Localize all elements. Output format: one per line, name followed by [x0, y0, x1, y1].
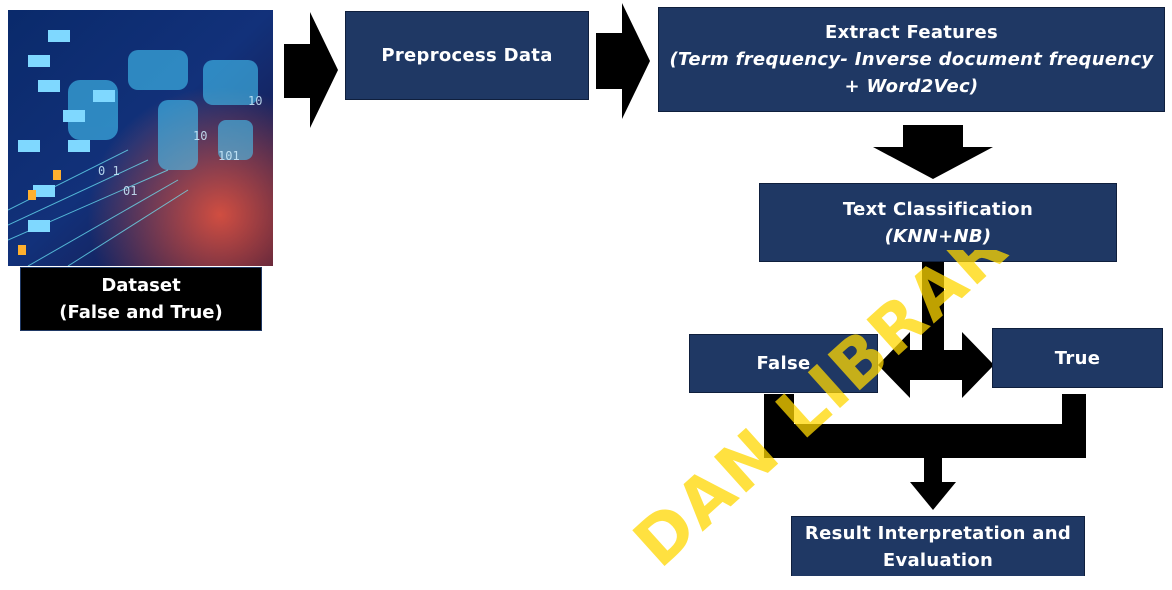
text-classification-box: Text Classification (KNN+NB) — [759, 183, 1117, 262]
result-line2: Evaluation — [882, 549, 994, 571]
arrow-right-1 — [284, 12, 338, 128]
arrow-right-2 — [596, 3, 650, 119]
svg-text:10: 10 — [248, 94, 262, 108]
classification-detail: (KNN+NB) — [884, 225, 992, 247]
extract-detail-line2: + Word2Vec) — [844, 76, 979, 97]
svg-text:01: 01 — [123, 184, 137, 198]
result-line1: Result Interpretation and — [804, 522, 1072, 544]
preprocess-data-box: Preprocess Data — [345, 11, 589, 100]
preprocess-label: Preprocess Data — [381, 45, 553, 66]
false-label: False — [756, 353, 811, 374]
svg-text:10: 10 — [193, 129, 207, 143]
svg-text:101: 101 — [218, 149, 240, 163]
classification-connectors — [764, 262, 1086, 510]
extract-features-box: Extract Features (Term frequency- Invers… — [658, 7, 1165, 112]
data-world-map-image: 10 101 0 1 10 01 — [8, 10, 273, 266]
dataset-subtitle: (False and True) — [59, 302, 223, 323]
arrow-down-1 — [873, 125, 993, 179]
false-box: False — [689, 334, 878, 393]
dataset-title: Dataset — [101, 275, 181, 296]
extract-title: Extract Features — [824, 22, 998, 43]
dataset-image: 10 101 0 1 10 01 — [8, 10, 273, 266]
true-label: True — [1054, 347, 1101, 369]
svg-text:0 1: 0 1 — [98, 164, 120, 178]
dataset-label: Dataset (False and True) — [20, 267, 262, 331]
result-box: Result Interpretation and Evaluation — [791, 516, 1085, 576]
extract-detail-line1: (Term frequency- Inverse document freque… — [669, 49, 1154, 70]
true-box: True — [992, 328, 1163, 388]
classification-title: Text Classification — [842, 198, 1034, 220]
